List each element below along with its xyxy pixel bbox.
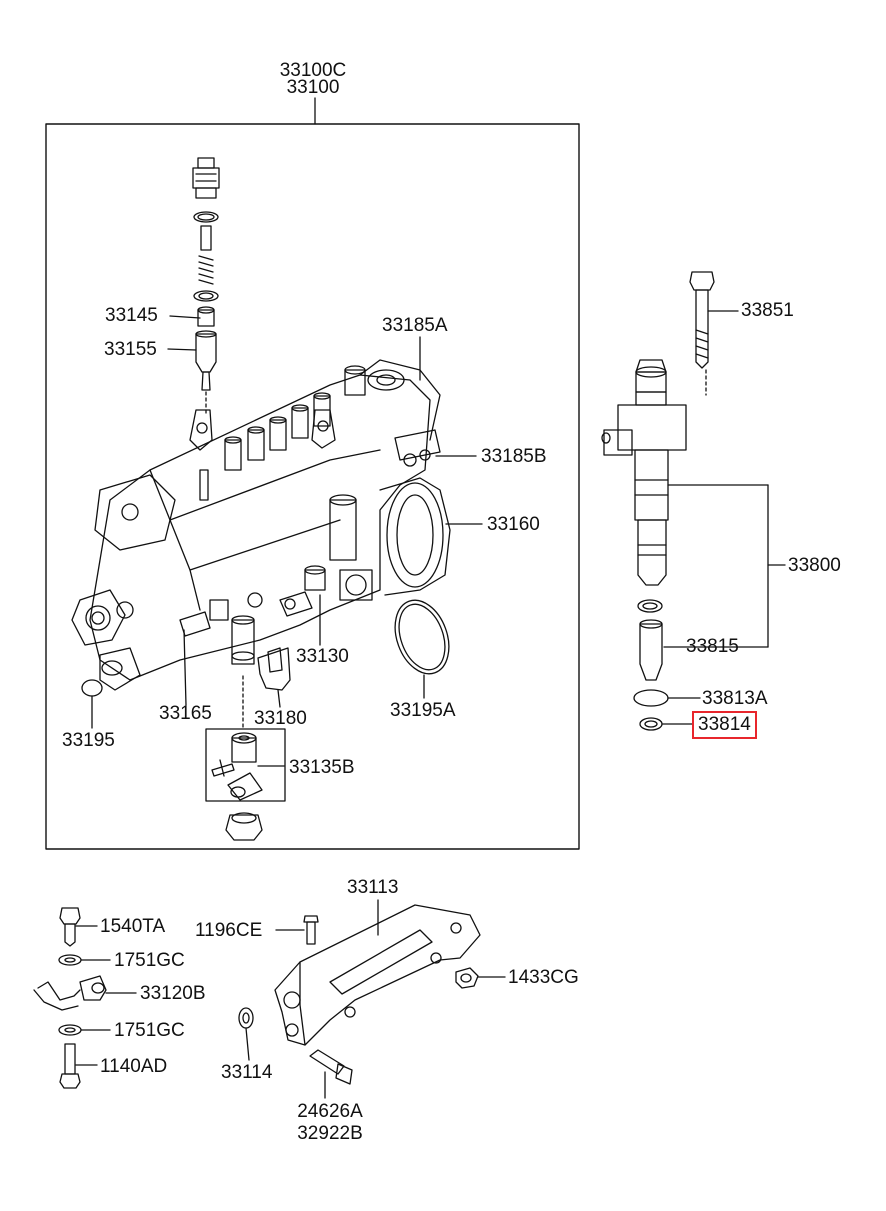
leader-lines	[92, 316, 482, 766]
delivery-valve-stack	[193, 158, 219, 416]
assembly-frame	[46, 124, 579, 849]
label-32922b[interactable]: 32922B	[297, 1123, 363, 1144]
label-33114[interactable]: 33114	[221, 1062, 273, 1083]
bracket-33180	[258, 648, 290, 690]
label-33195[interactable]: 33195	[62, 730, 115, 751]
injection-pump-body	[72, 360, 440, 690]
label-1140ad[interactable]: 1140AD	[100, 1056, 168, 1077]
o-ring-33195a	[386, 593, 459, 682]
label-33160[interactable]: 33160	[487, 514, 540, 535]
label-24626a[interactable]: 24626A	[297, 1101, 363, 1122]
label-33100[interactable]: 33100	[286, 77, 340, 98]
label-33851[interactable]: 33851	[741, 300, 794, 321]
label-33195a[interactable]: 33195A	[390, 700, 456, 721]
label-33120b[interactable]: 33120B	[140, 983, 206, 1004]
washers-33813a-33814	[634, 690, 700, 730]
label-33145[interactable]: 33145	[105, 305, 158, 326]
label-1196ce[interactable]: 1196CE	[195, 920, 263, 941]
label-33185b[interactable]: 33185B	[481, 446, 547, 467]
label-33130[interactable]: 33130	[296, 646, 349, 667]
bracket-33113	[275, 900, 480, 1045]
kit-33135b	[206, 676, 285, 840]
label-33135b[interactable]: 33135B	[289, 757, 355, 778]
label-33155[interactable]: 33155	[104, 339, 157, 360]
label-1433cg[interactable]: 1433CG	[508, 967, 579, 988]
injector-33800	[602, 360, 785, 647]
label-1540ta[interactable]: 1540TA	[100, 916, 166, 937]
label-33113[interactable]: 33113	[347, 877, 399, 898]
label-33800[interactable]: 33800	[788, 555, 841, 576]
label-1751gc-lower[interactable]: 1751GC	[114, 1020, 185, 1041]
label-33813a[interactable]: 33813A	[702, 688, 768, 709]
hardware-stack	[34, 908, 505, 1098]
label-33180[interactable]: 33180	[254, 708, 307, 729]
bolt-33851	[690, 272, 738, 368]
label-33815[interactable]: 33815	[686, 636, 739, 657]
label-1751gc-upper[interactable]: 1751GC	[114, 950, 185, 971]
label-33814-highlighted[interactable]: 33814	[692, 711, 757, 739]
cap-33195	[82, 680, 102, 696]
drive-housing	[380, 478, 450, 595]
nozzle-33815	[638, 600, 662, 680]
label-33100c[interactable]: 33100C	[279, 60, 347, 81]
label-33165[interactable]: 33165	[159, 703, 212, 724]
label-33185a[interactable]: 33185A	[382, 315, 448, 336]
